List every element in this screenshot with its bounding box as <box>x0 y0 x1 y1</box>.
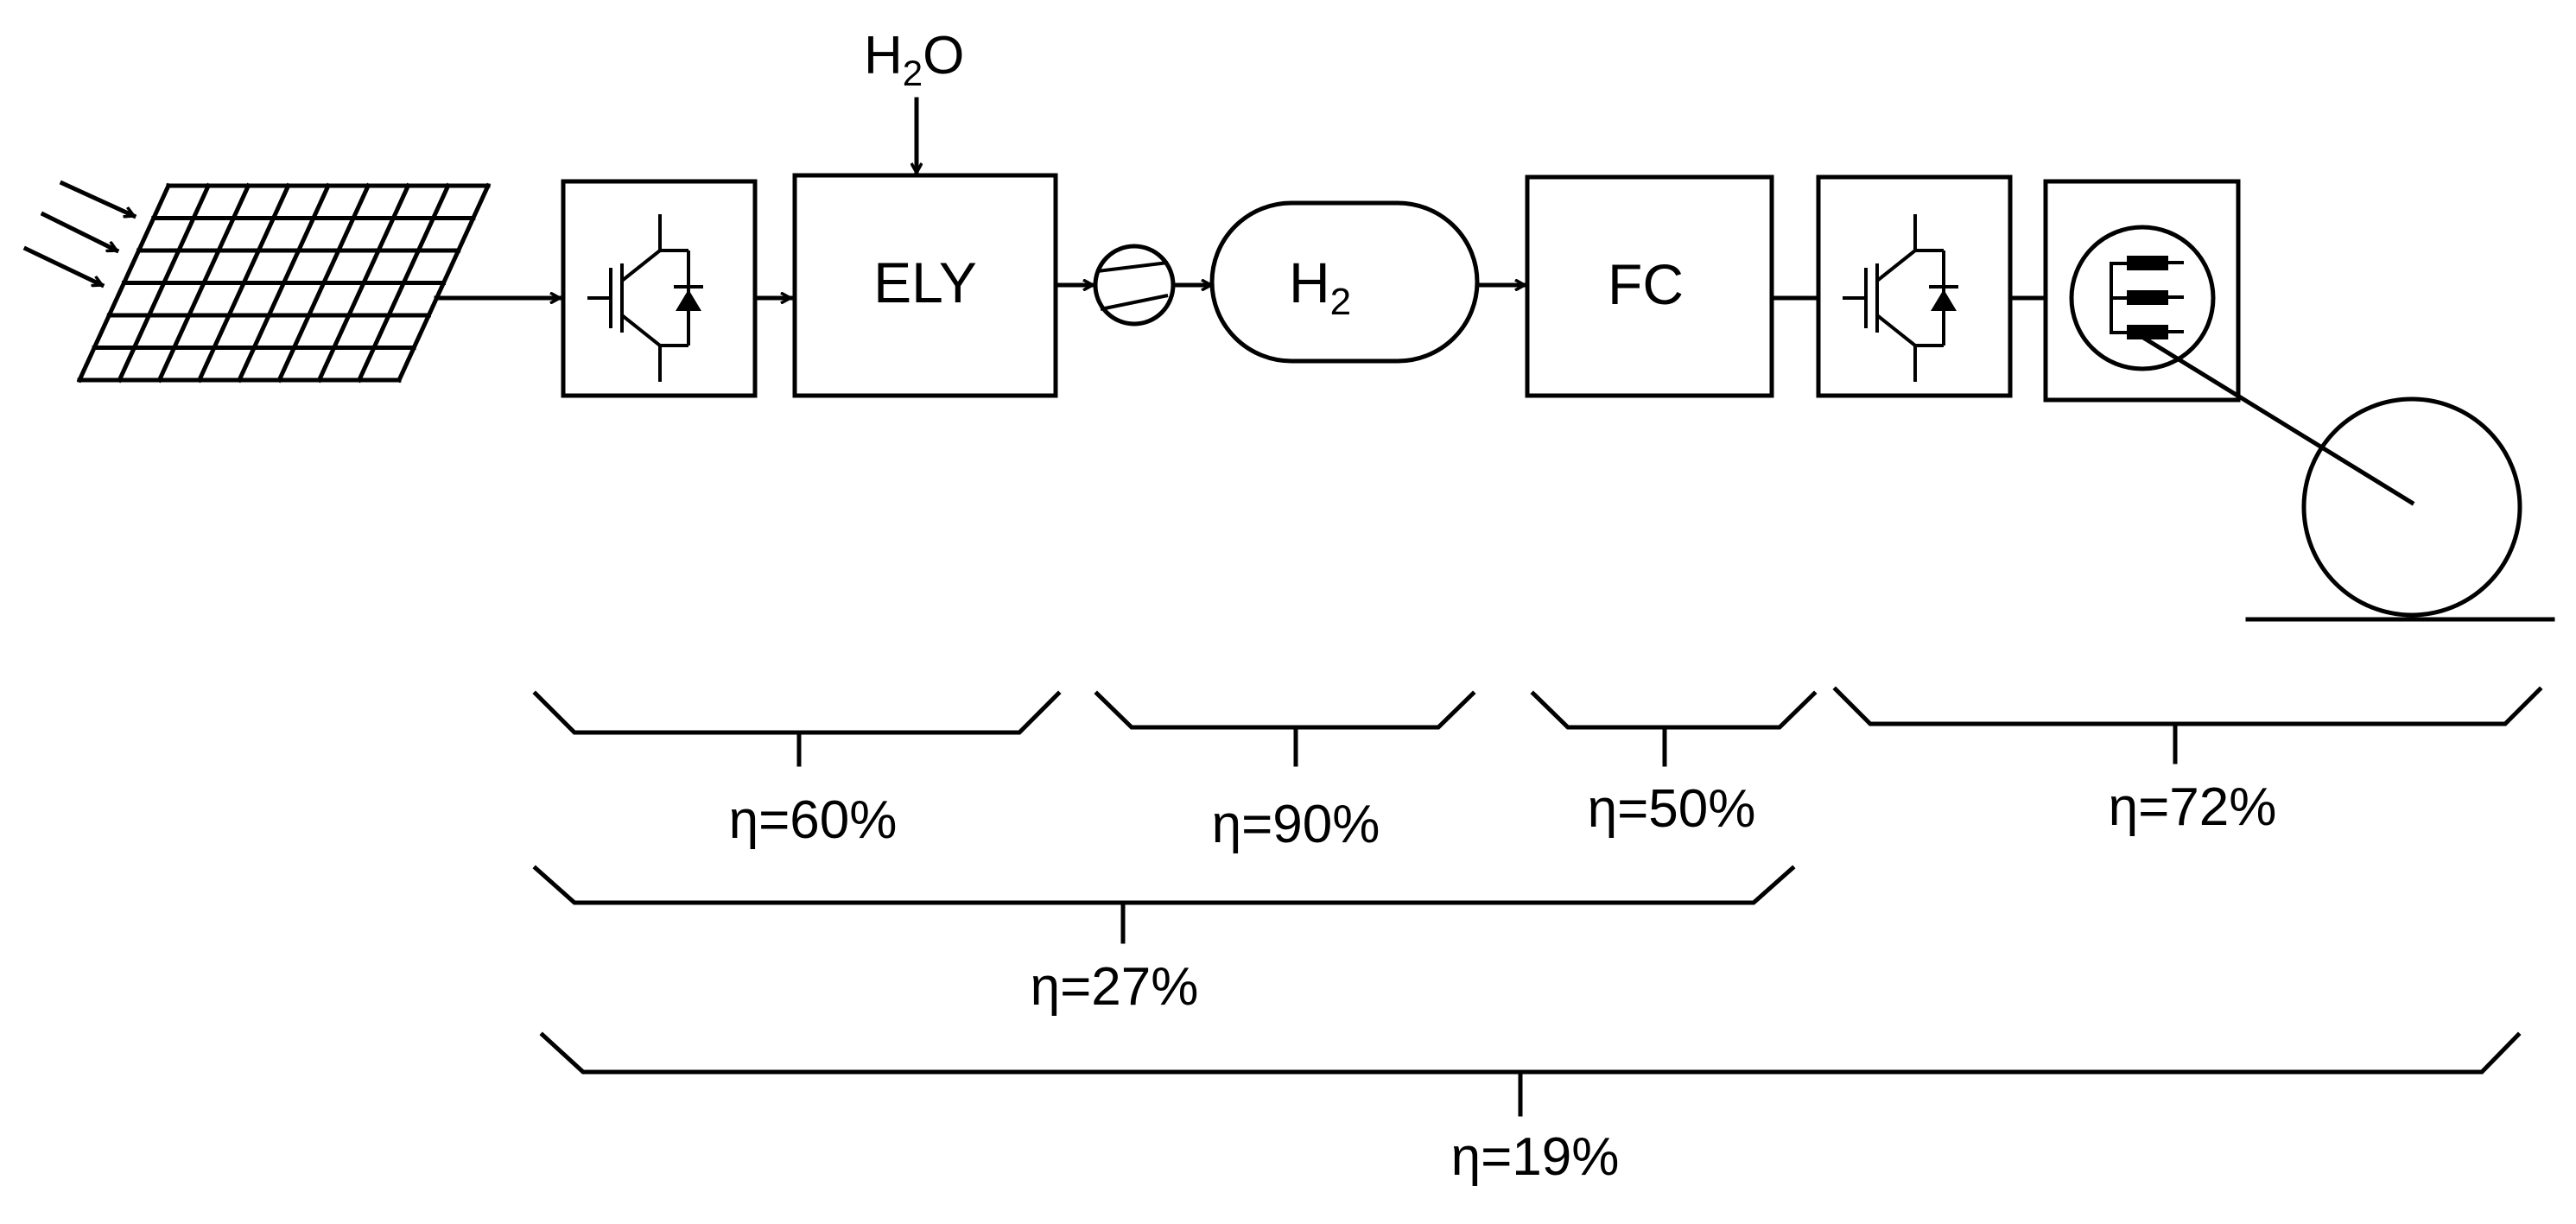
fuel-cell-block: FC <box>1525 174 1774 398</box>
efficiency-electrolysis: η=60% <box>729 790 898 850</box>
brace-fuel-cell <box>1530 690 1818 767</box>
solar-panel-grid-line <box>236 182 332 384</box>
wheel-icon <box>2141 335 2555 622</box>
inverter-1 <box>561 179 758 398</box>
igbt-symbol-icon <box>587 214 703 382</box>
solar-panel-grid-line <box>116 182 212 384</box>
solar-panel-grid-line <box>316 182 411 384</box>
brace-drive <box>1832 686 2543 764</box>
efficiency-compression-storage: η=90% <box>1212 795 1380 854</box>
inverter-2 <box>1816 174 2013 398</box>
motor-icon <box>2069 225 2216 371</box>
efficiency-overall: η=19% <box>1451 1127 1620 1187</box>
sunlight-rays-icon <box>22 180 134 289</box>
electrolyzer-label: ELY <box>873 251 977 314</box>
brace-overall <box>539 1031 2522 1117</box>
electric-motor-block <box>2043 179 2241 403</box>
brace-electrolysis <box>532 690 1062 767</box>
electrolyzer-block: ELY <box>792 173 1058 398</box>
solar-panel-grid-line <box>356 182 452 384</box>
hydrogen-tank-label: H2 <box>1289 251 1351 323</box>
brace-power-to-power <box>532 865 1796 944</box>
solar-panel-grid-line <box>156 182 251 384</box>
hydrogen-tank: H2 <box>1209 200 1480 364</box>
fuel-cell-label: FC <box>1608 252 1684 316</box>
solar-panel-grid-line <box>76 182 172 384</box>
compressor-icon <box>1093 244 1176 327</box>
efficiency-fuel-cell: η=50% <box>1588 779 1756 839</box>
solar-panel-grid-line <box>276 182 371 384</box>
efficiency-drive: η=72% <box>2109 777 2277 837</box>
solar-panel-icon <box>76 182 492 384</box>
efficiency-power-to-power: η=27% <box>1031 957 1199 1017</box>
solar-panel-grid-line <box>196 182 292 384</box>
igbt-symbol-icon <box>1843 214 1958 382</box>
brace-compression-storage <box>1094 690 1476 767</box>
water-input-label: H2O <box>864 26 964 93</box>
solar-panel-grid-line <box>396 182 492 384</box>
